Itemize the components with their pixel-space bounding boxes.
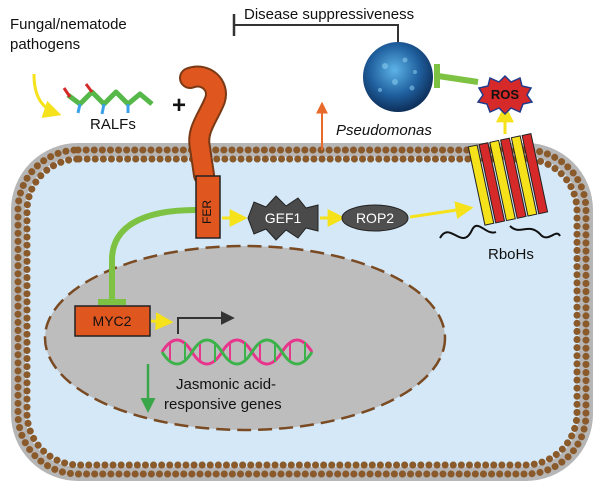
rbohs-protein (439, 133, 561, 239)
fer-label: FER (200, 200, 214, 224)
ja-genes-label-line2: responsive genes (164, 396, 282, 413)
ralf-peptide (62, 83, 154, 115)
pathogens-label-line2: pathogens (10, 36, 81, 53)
pathogen-arrow (32, 73, 62, 118)
disease-inhibition-line (234, 24, 399, 42)
fer-myc2-inhibition (109, 207, 197, 302)
plus-sign: + (172, 92, 187, 119)
rop2-label: ROP2 (355, 210, 395, 226)
nucleus (43, 244, 447, 432)
pseudomonas-bacterium (363, 42, 433, 112)
dna-helix (160, 338, 314, 366)
myc2-box (74, 305, 151, 337)
ralfs-label: RALFs (90, 116, 136, 133)
pseudomonas-label: Pseudomonas (336, 122, 432, 139)
gef1-label: GEF1 (264, 210, 302, 226)
pathogens-label-line1: Fungal/nematode (10, 16, 127, 33)
rbohs-label: RboHs (488, 246, 534, 263)
transcription-arrow (177, 311, 235, 334)
disease-suppressiveness-label: Disease suppressiveness (244, 6, 415, 23)
ros-label: ROS (490, 87, 520, 102)
myc2-label: MYC2 (92, 313, 132, 329)
fer-receptor (179, 65, 227, 239)
ros-burst (476, 74, 534, 116)
rop2-shape (341, 204, 409, 232)
gef1-shape (247, 195, 319, 241)
ja-genes-label-line1: Jasmonic acid- (176, 376, 277, 393)
